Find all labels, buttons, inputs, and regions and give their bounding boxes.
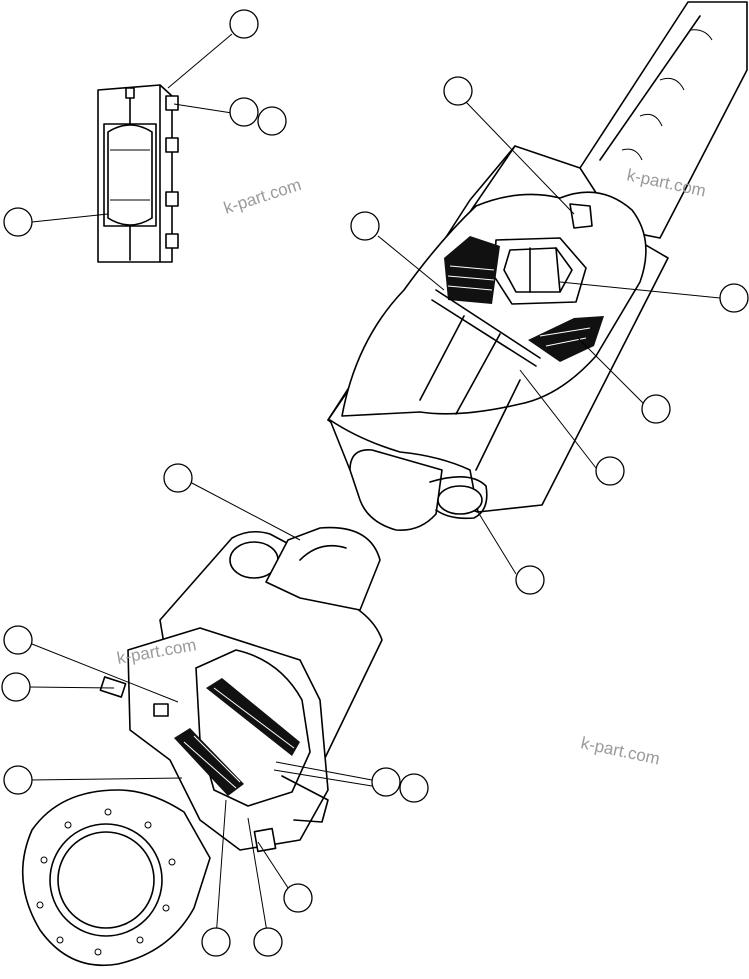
callout-9	[595, 456, 625, 486]
callout-1	[229, 9, 259, 39]
bearing-cap-assembly	[97, 84, 179, 263]
callouts	[1, 9, 749, 957]
callout-18	[201, 927, 231, 957]
callout-8	[641, 394, 671, 424]
watermark-4: k-part.com	[579, 733, 661, 768]
callout-6	[350, 211, 380, 241]
callout-13	[1, 672, 31, 702]
leader-lines	[29, 33, 721, 939]
callout-2	[229, 97, 259, 127]
callout-10	[515, 565, 545, 595]
watermark-1: k-part.com	[221, 175, 303, 218]
callout-15	[371, 767, 401, 797]
callout-4	[3, 207, 33, 237]
lower-adjuster-assembly	[21, 526, 383, 966]
callout-11	[163, 463, 193, 493]
callout-12	[3, 625, 33, 655]
callout-5	[443, 76, 473, 106]
callout-14	[3, 765, 33, 795]
callout-3	[257, 106, 287, 136]
callout-7	[719, 283, 749, 313]
callout-19	[253, 927, 283, 957]
callout-17	[283, 883, 313, 913]
upper-housing-assembly	[327, 1, 748, 531]
callout-16	[399, 773, 429, 803]
